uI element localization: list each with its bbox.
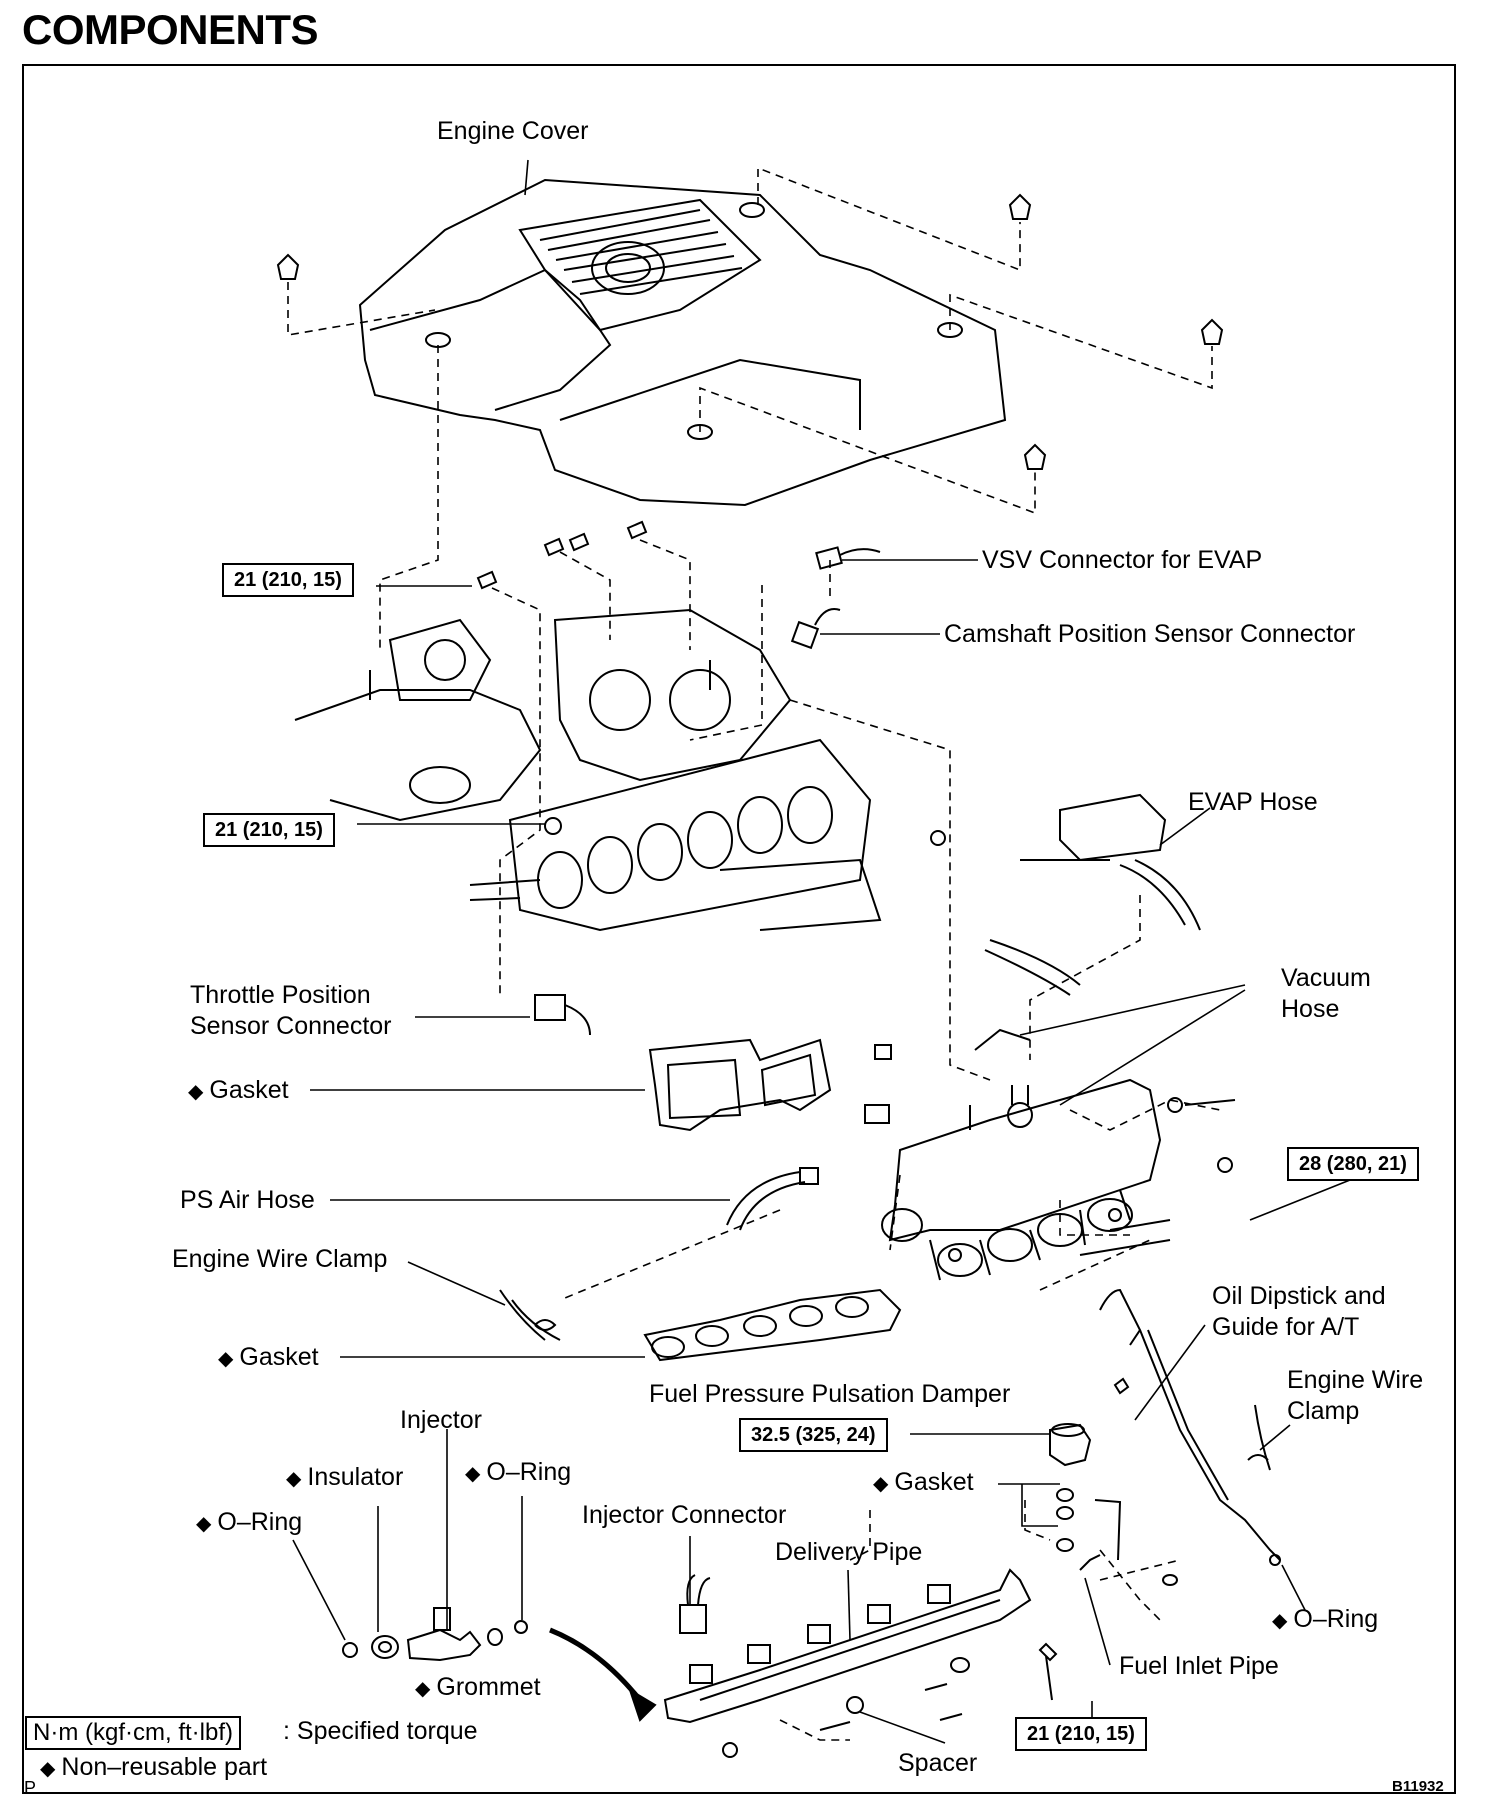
fuel-damper-drawing [1049,1423,1122,1561]
label-o-ring-mid-text: O–Ring [486,1458,572,1486]
label-vacuum-hose: Vacuum Hose [1281,964,1371,1023]
label-gasket-damper-text: Gasket [894,1468,974,1496]
cover-nuts [276,193,1224,470]
torque-spec-2: 21 (210, 15) [203,813,335,847]
label-insulator-text: Insulator [307,1463,404,1491]
engine-cover-drawing [358,178,1007,507]
label-delivery-pipe: Delivery Pipe [775,1538,923,1566]
label-ps-air-hose: PS Air Hose [180,1186,315,1214]
label-throttle-sensor-connector: Throttle Position Sensor Connector [190,981,392,1040]
label-gasket-lower: ◆Gasket [218,1342,319,1375]
oil-dipstick-drawing [1099,1288,1281,1566]
label-engine-cover: Engine Cover [437,117,589,145]
label-gasket-upper-text: Gasket [209,1076,289,1104]
nonreusable-mark: ◆ [1272,1610,1288,1632]
legend-nonreusable: ◆Non–reusable part [40,1752,267,1785]
nonreusable-mark: ◆ [415,1678,431,1700]
torque-spec-4: 32.5 (325, 24) [739,1418,888,1452]
torque-spec-5: 21 (210, 15) [1015,1717,1147,1751]
label-o-ring-right: ◆O–Ring [1272,1604,1378,1637]
label-camshaft-connector: Camshaft Position Sensor Connector [944,620,1356,648]
label-insulator: ◆Insulator [286,1462,403,1495]
label-o-ring-right-text: O–Ring [1293,1605,1379,1633]
label-evap-hose: EVAP Hose [1188,788,1318,816]
label-vsv-connector: VSV Connector for EVAP [982,546,1263,574]
torque-spec-3: 28 (280, 21) [1287,1147,1419,1181]
intake-manifold-drawing [881,1078,1236,1281]
engine-wire-clamp-drawing [499,1289,561,1341]
nonreusable-mark: ◆ [196,1513,212,1535]
nonreusable-mark: ◆ [873,1473,889,1495]
label-engine-wire-clamp-right: Engine Wire Clamp [1287,1366,1424,1425]
lower-gasket-drawing [643,1288,902,1362]
page-title: COMPONENTS [22,6,319,53]
label-gasket-upper: ◆Gasket [188,1075,289,1108]
connectors-drawing [534,546,892,1124]
label-grommet-text: Grommet [436,1673,541,1701]
label-grommet: ◆Grommet [415,1672,541,1705]
label-gasket-lower-text: Gasket [239,1343,319,1371]
legend-nonreusable-text: Non–reusable part [61,1753,268,1781]
nonreusable-mark: ◆ [286,1468,302,1490]
figure-code: B11932 [1392,1778,1444,1795]
ps-air-hose-drawing [726,1167,819,1231]
nonreusable-mark: ◆ [465,1463,481,1485]
label-injector-connector: Injector Connector [582,1501,787,1529]
nonreusable-mark: ◆ [188,1081,204,1103]
page-mark: P [24,1778,37,1798]
legend-unit-box: N·m (kgf·cm, ft·lbf) [25,1716,241,1750]
injector-parts-drawing [342,1607,657,1722]
evap-drawing [974,793,1201,1051]
upper-gasket-drawing [648,1038,832,1132]
label-fuel-inlet-pipe: Fuel Inlet Pipe [1119,1652,1279,1680]
label-fuel-damper: Fuel Pressure Pulsation Damper [649,1380,1011,1408]
legend-unit-text: : Specified torque [283,1717,478,1745]
throttle-body-drawing [294,520,946,932]
label-engine-wire-clamp-left: Engine Wire Clamp [172,1245,388,1273]
assembly-lines [287,166,1221,1741]
label-oil-dipstick: Oil Dipstick and Guide for A/T [1212,1282,1386,1341]
nonreusable-mark: ◆ [218,1348,234,1370]
label-injector: Injector [400,1406,482,1434]
label-spacer: Spacer [898,1749,978,1777]
label-o-ring-left-text: O–Ring [217,1508,303,1536]
delivery-pipe-drawing [663,1554,1178,1758]
label-o-ring-left: ◆O–Ring [196,1507,302,1540]
label-gasket-damper: ◆Gasket [873,1467,974,1500]
label-o-ring-mid: ◆O–Ring [465,1457,571,1490]
leader-lines [292,159,1351,1744]
torque-spec-1: 21 (210, 15) [222,563,354,597]
nonreusable-mark: ◆ [40,1758,56,1780]
diagram-frame [22,64,1456,1794]
